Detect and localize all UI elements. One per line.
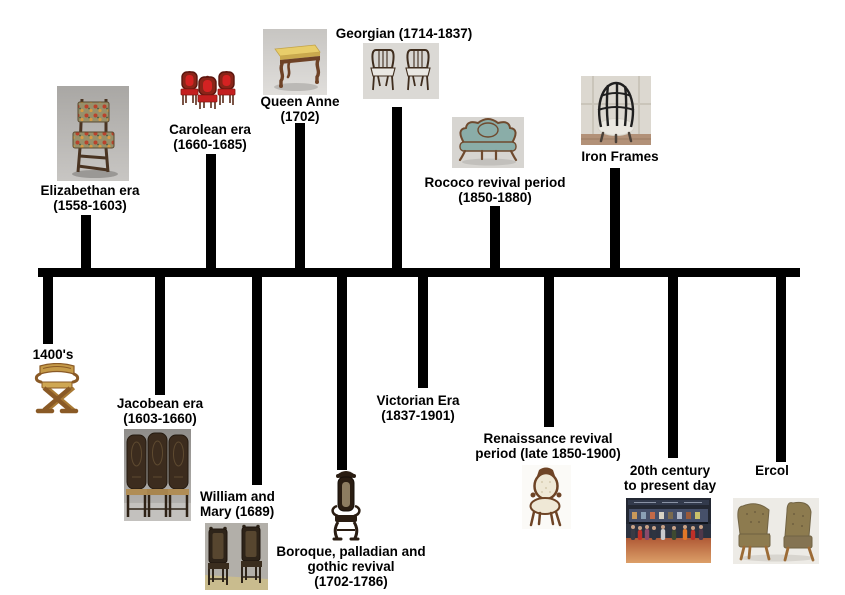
tick-20th-century <box>668 272 678 458</box>
william-and-mary-chairs-photo <box>205 523 268 590</box>
queen-anne-label: Queen Anne (1702) <box>260 94 340 124</box>
tick-william-and-mary <box>252 272 262 485</box>
20th-century-label: 20th century to present day <box>623 463 717 493</box>
rococo-settee-photo <box>452 117 524 168</box>
tick-georgian <box>392 107 402 272</box>
tick-carolean <box>206 154 216 272</box>
1400s-label: 1400's <box>32 347 74 362</box>
tick-ercol <box>776 272 786 462</box>
elizabethan-chair-photo <box>57 86 129 181</box>
jacobean-era-label: Jacobean era (1603-1660) <box>116 396 204 426</box>
georgian-label: Georgian (1714-1837) <box>335 26 473 41</box>
victorian-era-label: Victorian Era (1837-1901) <box>376 393 460 423</box>
tick-iron-frames <box>610 168 620 272</box>
carolean-chairs-photo <box>179 70 237 110</box>
queen-anne-stool-photo <box>263 29 327 95</box>
20th-century-gallery-photo <box>626 498 711 563</box>
iron-frame-chair-photo <box>581 76 651 145</box>
georgian-chairs-photo <box>363 43 439 99</box>
boroque-chair-photo <box>328 470 364 544</box>
tick-1400s <box>43 272 53 344</box>
renaissance-revival-label: Renaissance revival period (late 1850-19… <box>475 431 621 461</box>
tick-jacobean <box>155 272 165 395</box>
tick-victorian <box>418 272 428 388</box>
elizabethan-era-label: Elizabethan era (1558-1603) <box>40 183 140 213</box>
tick-queen-anne <box>295 123 305 272</box>
1400s-xframe-chair-photo <box>33 363 81 418</box>
carolean-era-label: Carolean era (1660-1685) <box>169 122 251 152</box>
ercol-chairs-photo <box>733 498 819 564</box>
boroque-revival-label: Boroque, palladian and gothic revival (1… <box>276 544 426 589</box>
tick-renaissance-revival <box>544 272 554 427</box>
tick-boroque <box>337 272 347 470</box>
rococo-revival-label: Rococo revival period (1850-1880) <box>424 175 566 205</box>
iron-frames-label: Iron Frames <box>581 149 659 164</box>
renaissance-revival-chair-photo <box>522 465 571 529</box>
tick-elizabethan <box>81 215 91 272</box>
jacobean-chairs-photo <box>124 429 191 521</box>
tick-rococo-revival <box>490 206 500 272</box>
william-and-mary-label: William and Mary (1689) <box>200 489 275 519</box>
ercol-label: Ercol <box>755 463 789 478</box>
